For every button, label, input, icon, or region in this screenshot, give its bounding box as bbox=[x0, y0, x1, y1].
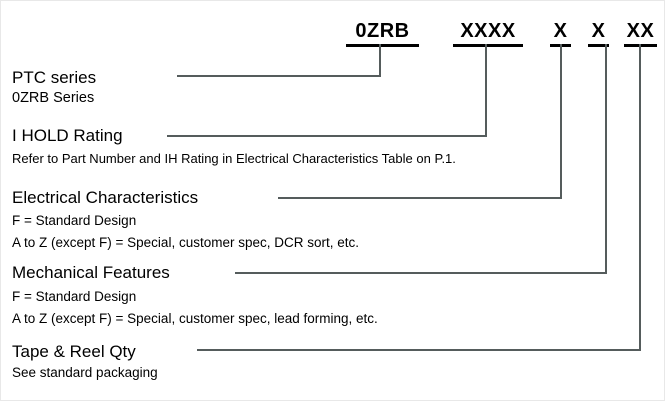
code-segment-underline bbox=[346, 44, 419, 47]
leader-horizontal-mechanical-features bbox=[235, 272, 606, 274]
leader-vertical-tape-and-reel-qty bbox=[639, 44, 641, 351]
code-segment-text: X bbox=[553, 20, 568, 42]
section-tape-and-reel-qty-subtitle: See standard packaging bbox=[12, 363, 158, 382]
section-electrical-characteristics-note: A to Z (except F) = Special, customer sp… bbox=[12, 233, 359, 252]
code-segment-electrical: X bbox=[550, 19, 571, 47]
code-segment-underline bbox=[588, 44, 609, 47]
leader-vertical-i-hold-rating bbox=[485, 44, 487, 137]
section-ptc-series-subtitle: 0ZRB Series bbox=[12, 89, 94, 108]
section-i-hold-rating: I HOLD Rating bbox=[12, 125, 123, 146]
section-mechanical-features-subtitle: F = Standard Design bbox=[12, 287, 136, 306]
section-electrical-characteristics-subtitle: F = Standard Design bbox=[12, 211, 136, 230]
leader-vertical-ptc-series bbox=[379, 44, 381, 77]
code-segment-mechanical: X bbox=[588, 19, 609, 47]
leader-vertical-mechanical-features bbox=[605, 44, 607, 274]
leader-horizontal-electrical-characteristics bbox=[278, 197, 561, 199]
section-mechanical-features: Mechanical Features bbox=[12, 262, 170, 283]
section-mechanical-features-note: A to Z (except F) = Special, customer sp… bbox=[12, 309, 378, 328]
section-subtitle: F = Standard Design bbox=[12, 289, 137, 304]
section-note: Refer to Part Number and IH Rating in El… bbox=[12, 151, 456, 166]
section-subtitle: F = Standard Design bbox=[12, 213, 137, 228]
section-title: Mechanical Features bbox=[12, 263, 170, 282]
section-subtitle: See standard packaging bbox=[12, 365, 158, 380]
leader-horizontal-tape-and-reel-qty bbox=[197, 349, 640, 351]
section-electrical-characteristics: Electrical Characteristics bbox=[12, 187, 198, 208]
section-ptc-series: PTC series bbox=[12, 67, 96, 88]
code-segment-series: 0ZRB bbox=[346, 19, 419, 47]
leader-horizontal-ptc-series bbox=[177, 75, 380, 77]
code-segment-text: XX bbox=[626, 20, 655, 42]
code-segment-text: 0ZRB bbox=[355, 20, 410, 42]
section-tape-and-reel-qty: Tape & Reel Qty bbox=[12, 341, 136, 362]
section-title: I HOLD Rating bbox=[12, 126, 123, 145]
code-segment-ihold: XXXX bbox=[453, 19, 523, 47]
section-i-hold-rating-note: Refer to Part Number and IH Rating in El… bbox=[12, 150, 456, 168]
code-segment-text: X bbox=[591, 20, 606, 42]
section-title: Tape & Reel Qty bbox=[12, 342, 136, 361]
code-segment-text: XXXX bbox=[460, 20, 516, 42]
code-segment-underline bbox=[453, 44, 523, 47]
section-subtitle: 0ZRB Series bbox=[12, 90, 95, 106]
section-note: A to Z (except F) = Special, customer sp… bbox=[12, 311, 378, 326]
leader-vertical-electrical-characteristics bbox=[560, 44, 562, 199]
code-segment-packaging: XX bbox=[624, 19, 657, 47]
section-title: Electrical Characteristics bbox=[12, 188, 199, 207]
section-title: PTC series bbox=[12, 68, 97, 87]
leader-horizontal-i-hold-rating bbox=[167, 135, 486, 137]
section-note: A to Z (except F) = Special, customer sp… bbox=[12, 235, 359, 250]
